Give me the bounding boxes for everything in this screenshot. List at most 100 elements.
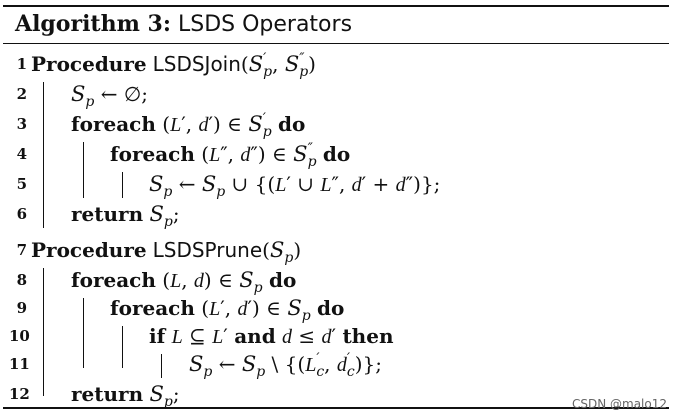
script: ′c [316, 350, 325, 380]
line-number: 8 [16, 271, 27, 289]
script: p [256, 353, 265, 379]
keyword: and [234, 324, 276, 348]
set-symbol: S [149, 172, 164, 196]
superscript: ″ [307, 140, 313, 157]
superscript: ′ [316, 350, 320, 367]
indent-bar [122, 172, 123, 198]
superscript: ′ [263, 50, 267, 67]
line-code: S p ← ∅; [71, 82, 148, 110]
script: ′p [262, 110, 272, 140]
script: p [164, 203, 173, 229]
keyword: do [268, 268, 297, 292]
math-variable: L [171, 326, 183, 348]
line-code: if L ⊆ L′ and d ≤ d′ then [149, 324, 394, 348]
line-number: 9 [16, 299, 27, 317]
superscript: ″ [299, 50, 305, 67]
subscript: p [216, 183, 226, 200]
algorithm-line: 9 foreach (L′, d′) ∈ S p do [3, 293, 669, 323]
keyword: return [71, 382, 144, 406]
script: p [164, 383, 173, 409]
script: ″p [299, 50, 308, 79]
line-number: 12 [9, 385, 30, 403]
keyword: do [317, 296, 345, 320]
line-number: 2 [16, 85, 27, 103]
keyword: foreach [110, 296, 195, 320]
indent-bar [122, 326, 123, 368]
set-symbol: S [241, 352, 257, 376]
line-number: 1 [16, 55, 27, 73]
line-code: return S p; [71, 202, 180, 230]
keyword: do [278, 112, 306, 136]
math-variable: L [305, 354, 317, 376]
set-symbol: S [248, 52, 264, 76]
subscript: p [263, 63, 273, 80]
math-variable: d [336, 354, 347, 376]
keyword: then [342, 324, 394, 348]
subscript: c [316, 363, 325, 380]
algorithm-line: 8 foreach (L, d) ∈ S p do [3, 265, 669, 295]
procedure-name: LSDSJoin [152, 52, 241, 76]
set-symbol: S [149, 382, 164, 406]
script: ′p [263, 50, 273, 80]
keyword: foreach [71, 268, 156, 292]
line-number: 10 [9, 327, 30, 345]
subscript: p [307, 153, 317, 170]
set-symbol: S [284, 52, 300, 76]
math-variable: L [170, 114, 182, 136]
line-code: foreach (L″, d″) ∈ S″p do [110, 140, 351, 170]
line-code: foreach (L′, d′) ∈ S p do [110, 296, 345, 324]
subscript: p [301, 307, 311, 324]
line-code: return S p; [71, 382, 180, 410]
algorithm-line: 2 S p ← ∅; [3, 79, 669, 109]
keyword: return [71, 202, 144, 226]
subscript: p [85, 93, 95, 110]
line-code: S p ← S p \ {(L′c, d′c)}; [189, 350, 382, 380]
algorithm-line: 12 return S p; [3, 379, 669, 409]
math-variable: L [209, 144, 221, 166]
watermark: CSDN @malo12 [571, 397, 667, 411]
line-number: 3 [16, 115, 27, 133]
math-variable: d [198, 114, 209, 136]
subscript: p [163, 183, 173, 200]
superscript: ′ [346, 350, 351, 367]
math-variable: L [170, 270, 182, 292]
algorithm-name: LSDS Operators [177, 12, 353, 37]
procedure-name: LSDSPrune [152, 238, 263, 262]
subscript: p [284, 249, 294, 266]
line-code: foreach (L′, d′) ∈ S′p do [71, 110, 306, 140]
math-variable: L [212, 326, 224, 348]
keyword: do [322, 142, 351, 166]
set-symbol: S [71, 82, 86, 106]
algorithm-title: Algorithm 3: LSDS Operators [15, 10, 352, 39]
keyword: foreach [110, 142, 195, 166]
title-rule [3, 43, 669, 44]
set-symbol: S [239, 268, 254, 292]
math-variable: d [321, 326, 332, 348]
indent-bar [83, 298, 84, 368]
set-symbol: S [248, 112, 263, 136]
keyword: foreach [71, 112, 156, 136]
superscript: ′ [262, 110, 266, 127]
math-variable: L [320, 174, 332, 196]
script: p [203, 353, 212, 379]
script: p [254, 269, 263, 295]
script: ′c [346, 350, 355, 379]
line-number: 4 [16, 145, 27, 163]
keyword: Procedure [31, 238, 147, 262]
script: p [284, 239, 293, 265]
indent-bar [161, 354, 162, 378]
math-variable: d [282, 326, 293, 348]
line-code: foreach (L, d) ∈ S p do [71, 268, 297, 296]
subscript: p [262, 123, 272, 140]
set-symbol: S [201, 172, 217, 196]
